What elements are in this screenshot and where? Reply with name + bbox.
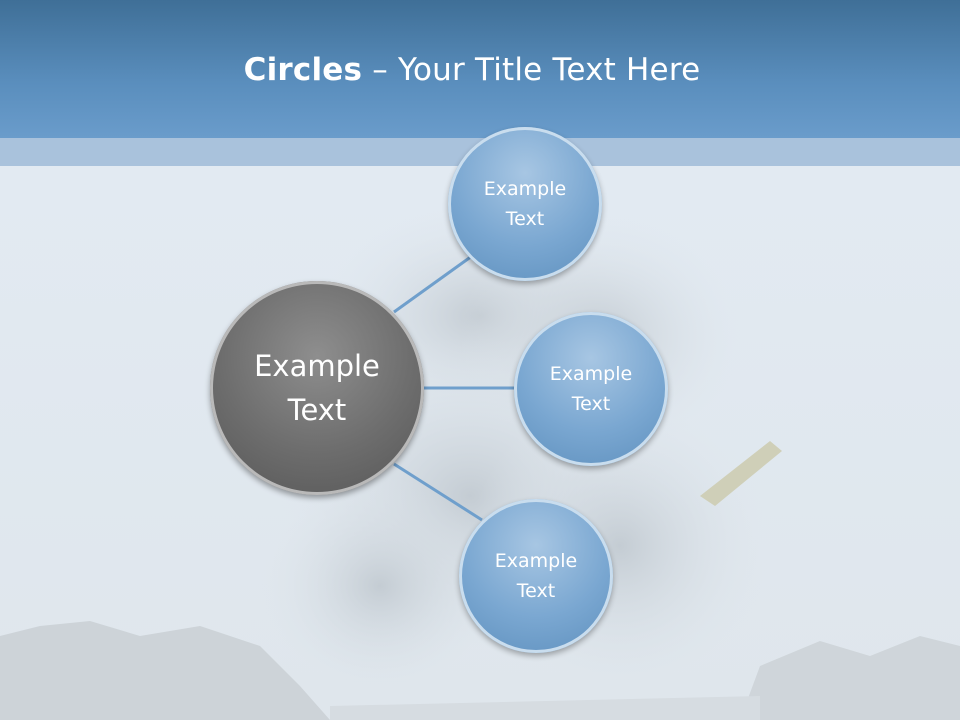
circle-middle-line2: Text — [571, 393, 611, 415]
main-circle-line1: Example — [254, 349, 380, 383]
circle-bottom-line1: Example — [494, 550, 578, 572]
connector-bottom — [393, 462, 483, 522]
circle-bottom[interactable]: Example Text — [459, 499, 613, 653]
main-circle-line2: Text — [287, 393, 347, 427]
circle-bottom-text: Example Text — [495, 546, 577, 606]
connector-top — [393, 254, 473, 314]
main-circle-text: Example Text — [254, 344, 380, 432]
circle-top[interactable]: Example Text — [448, 127, 602, 281]
title-bold: Circles — [243, 52, 363, 88]
circle-top-line1: Example — [483, 178, 567, 200]
circle-middle[interactable]: Example Text — [514, 312, 668, 466]
slide-title[interactable]: Circles – Your Title Text Here — [0, 52, 944, 88]
circle-bottom-line2: Text — [516, 580, 556, 602]
circle-middle-line1: Example — [549, 363, 633, 385]
circle-top-text: Example Text — [484, 174, 566, 234]
main-circle[interactable]: Example Text — [210, 281, 424, 495]
header-band — [0, 0, 960, 138]
title-rest: – Your Title Text Here — [362, 52, 701, 88]
circle-top-line2: Text — [505, 208, 545, 230]
circle-middle-text: Example Text — [550, 359, 632, 419]
